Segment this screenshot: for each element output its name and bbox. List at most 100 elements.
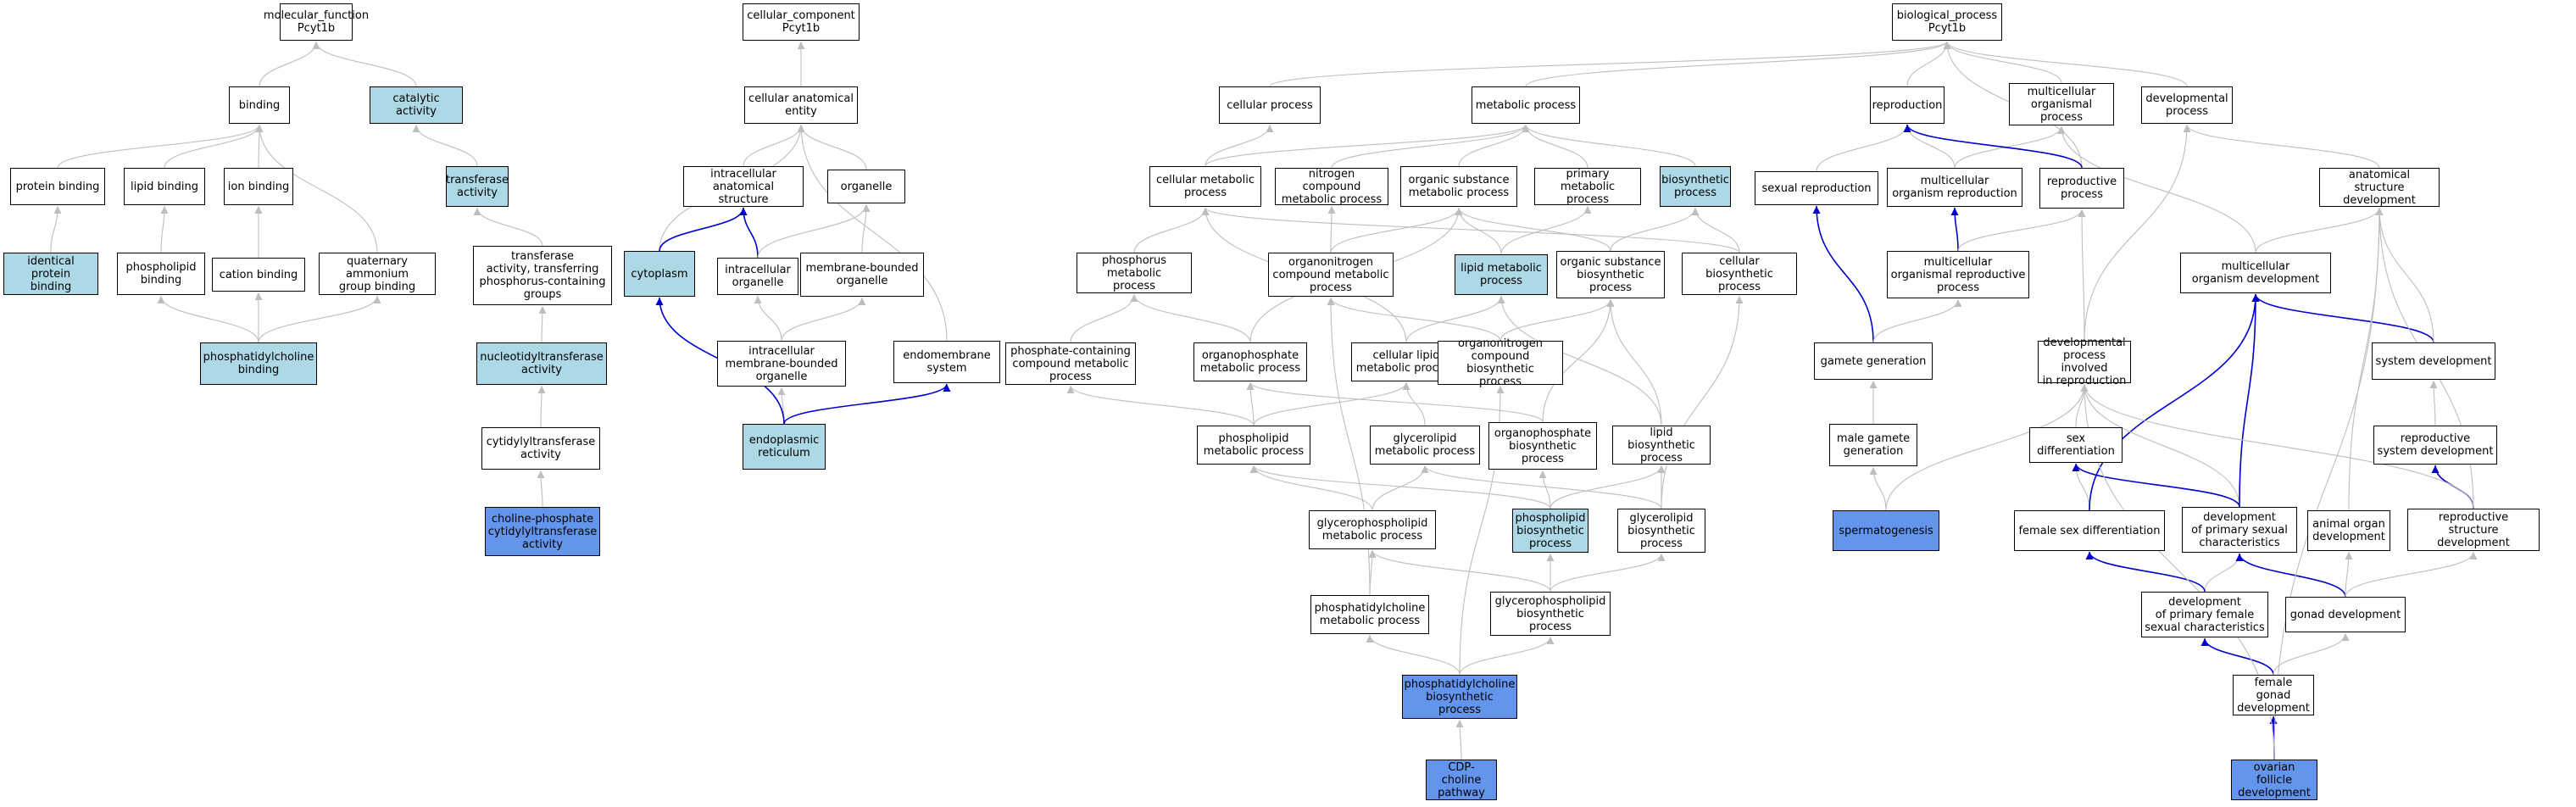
- go-term-node: female gonad development: [2233, 675, 2314, 715]
- go-term-node: biosynthetic process: [1660, 166, 1731, 207]
- graph-edge: [1246, 381, 1544, 423]
- go-term-node: multicellular organismal reproductive pr…: [1887, 251, 2029, 298]
- graph-edge: [743, 124, 805, 167]
- go-term-node: reproductive process: [2039, 168, 2124, 209]
- go-term-node: development of primary sexual characteri…: [2182, 507, 2297, 553]
- graph-edge: [783, 383, 951, 425]
- graph-edge: [412, 124, 478, 167]
- go-term-node: intracellular membrane-bounded organelle: [717, 341, 846, 387]
- go-term-node: system development: [2372, 342, 2495, 380]
- go-term-node: reproduction: [1870, 86, 1945, 124]
- go-term-node: phospholipid binding: [117, 253, 205, 295]
- go-term-node: intracellular anatomical structure: [683, 166, 804, 207]
- go-term-node: cellular_component Pcyt1b: [743, 3, 860, 41]
- go-term-node: cation binding: [212, 258, 305, 292]
- go-term-node: organonitrogen compound biosynthetic pro…: [1438, 337, 1563, 388]
- graph-edge: [537, 470, 545, 508]
- graph-edge: [1816, 124, 1911, 172]
- go-term-node: cellular metabolic process: [1149, 166, 1261, 207]
- go-term-node: glycerolipid biosynthetic process: [1617, 509, 1705, 553]
- graph-edge: [781, 297, 866, 342]
- graph-edge: [160, 205, 169, 253]
- graph-edge: [2200, 637, 2274, 676]
- go-term-node: organophosphate metabolic process: [1193, 342, 1307, 381]
- graph-edge: [797, 124, 867, 170]
- graph-edge: [659, 207, 748, 252]
- go-term-node: catalytic activity: [370, 86, 463, 124]
- graph-edge: [1249, 465, 1551, 509]
- go-term-node: binding: [229, 86, 290, 124]
- go-term-node: phosphate-containing compound metabolic …: [1005, 342, 1136, 385]
- graph-edge: [2080, 383, 2240, 508]
- graph-edge: [259, 41, 320, 87]
- go-term-node: endomembrane system: [893, 341, 1000, 383]
- graph-edge: [2085, 551, 2206, 593]
- graph-edge: [1549, 465, 1666, 509]
- graph-edge: [1130, 293, 1251, 343]
- go-term-node: primary metabolic process: [1534, 168, 1641, 206]
- graph-edge: [2057, 125, 2256, 253]
- go-term-node: multicellular organismal process: [2009, 83, 2114, 125]
- graph-edge: [157, 295, 259, 343]
- graph-edge: [1606, 298, 1662, 426]
- graph-edge: [1455, 207, 1611, 252]
- graph-edge: [861, 203, 871, 253]
- graph-edge: [2273, 632, 2350, 676]
- graph-edge: [1368, 549, 1551, 593]
- go-term-node: phospholipid biosynthetic process: [1512, 509, 1588, 553]
- graph-edge: [1957, 209, 2086, 252]
- go-term-node: organic substance biosynthetic process: [1556, 251, 1665, 298]
- go-term-node: cellular anatomical entity: [744, 86, 858, 124]
- graph-edge: [1943, 41, 2188, 87]
- graph-edge: [2345, 551, 2353, 598]
- graph-edge: [1885, 383, 2089, 511]
- graph-edge: [2251, 293, 2434, 343]
- graph-edge: [1950, 207, 1959, 252]
- graph-edge: [1455, 719, 1464, 760]
- graph-edge: [1872, 298, 1962, 343]
- go-term-node: organophosphate biosynthetic process: [1488, 422, 1597, 470]
- go-term-node: CDP-choline pathway: [1426, 760, 1497, 800]
- go-term-node: phosphatidylcholine metabolic process: [1310, 595, 1429, 634]
- graph-edge: [1070, 293, 1138, 343]
- go-term-node: female sex differentiation: [2014, 510, 2165, 551]
- graph-edge: [1366, 634, 1460, 676]
- go-term-node: organelle: [827, 170, 905, 203]
- go-term-node: multicellular organism reproduction: [1887, 168, 2022, 207]
- graph-edge: [50, 205, 62, 253]
- graph-edge: [1610, 207, 1700, 252]
- graph-edge: [1330, 207, 1463, 253]
- graph-edge: [255, 124, 378, 253]
- graph-edge: [2235, 553, 2346, 598]
- graph-edge: [2239, 293, 2260, 508]
- graph-edge: [2345, 551, 2478, 598]
- go-term-node: gonad development: [2285, 597, 2406, 632]
- go-term-node: male gamete generation: [1829, 424, 1917, 466]
- graph-edge: [1421, 465, 1662, 509]
- graph-edge: [1812, 205, 1874, 343]
- go-term-node: phosphorus metabolic process: [1077, 253, 1192, 293]
- go-term-node: lipid metabolic process: [1455, 254, 1548, 295]
- graph-edge: [1499, 298, 1615, 342]
- graph-edge: [2429, 380, 2438, 426]
- go-term-node: nucleotidyltransferase activity: [476, 342, 607, 385]
- go-term-node: quaternary ammonium group binding: [319, 253, 436, 295]
- graph-edge: [1269, 41, 1951, 87]
- go-term-node: development of primary female sexual cha…: [2141, 592, 2268, 637]
- graph-edge: [1253, 381, 1410, 426]
- go-term-node: endoplasmic reticulum: [743, 424, 826, 470]
- graph-edge: [2075, 383, 2089, 428]
- graph-edge: [57, 124, 264, 169]
- graph-edge: [797, 124, 948, 342]
- graph-edge: [2204, 553, 2244, 593]
- go-term-node: phosphatidylcholine biosynthetic process: [1402, 675, 1517, 719]
- go-term-node: cytoplasm: [624, 251, 695, 297]
- go-term-node: biological_process Pcyt1b: [1892, 3, 2002, 41]
- go-term-node: ion binding: [224, 168, 293, 205]
- graph-edge: [1542, 298, 1615, 423]
- graph-edge: [1538, 470, 1551, 509]
- go-term-node: spermatogenesis: [1833, 510, 1939, 551]
- graph-edge: [2084, 124, 2191, 342]
- graph-edge: [1405, 295, 1505, 343]
